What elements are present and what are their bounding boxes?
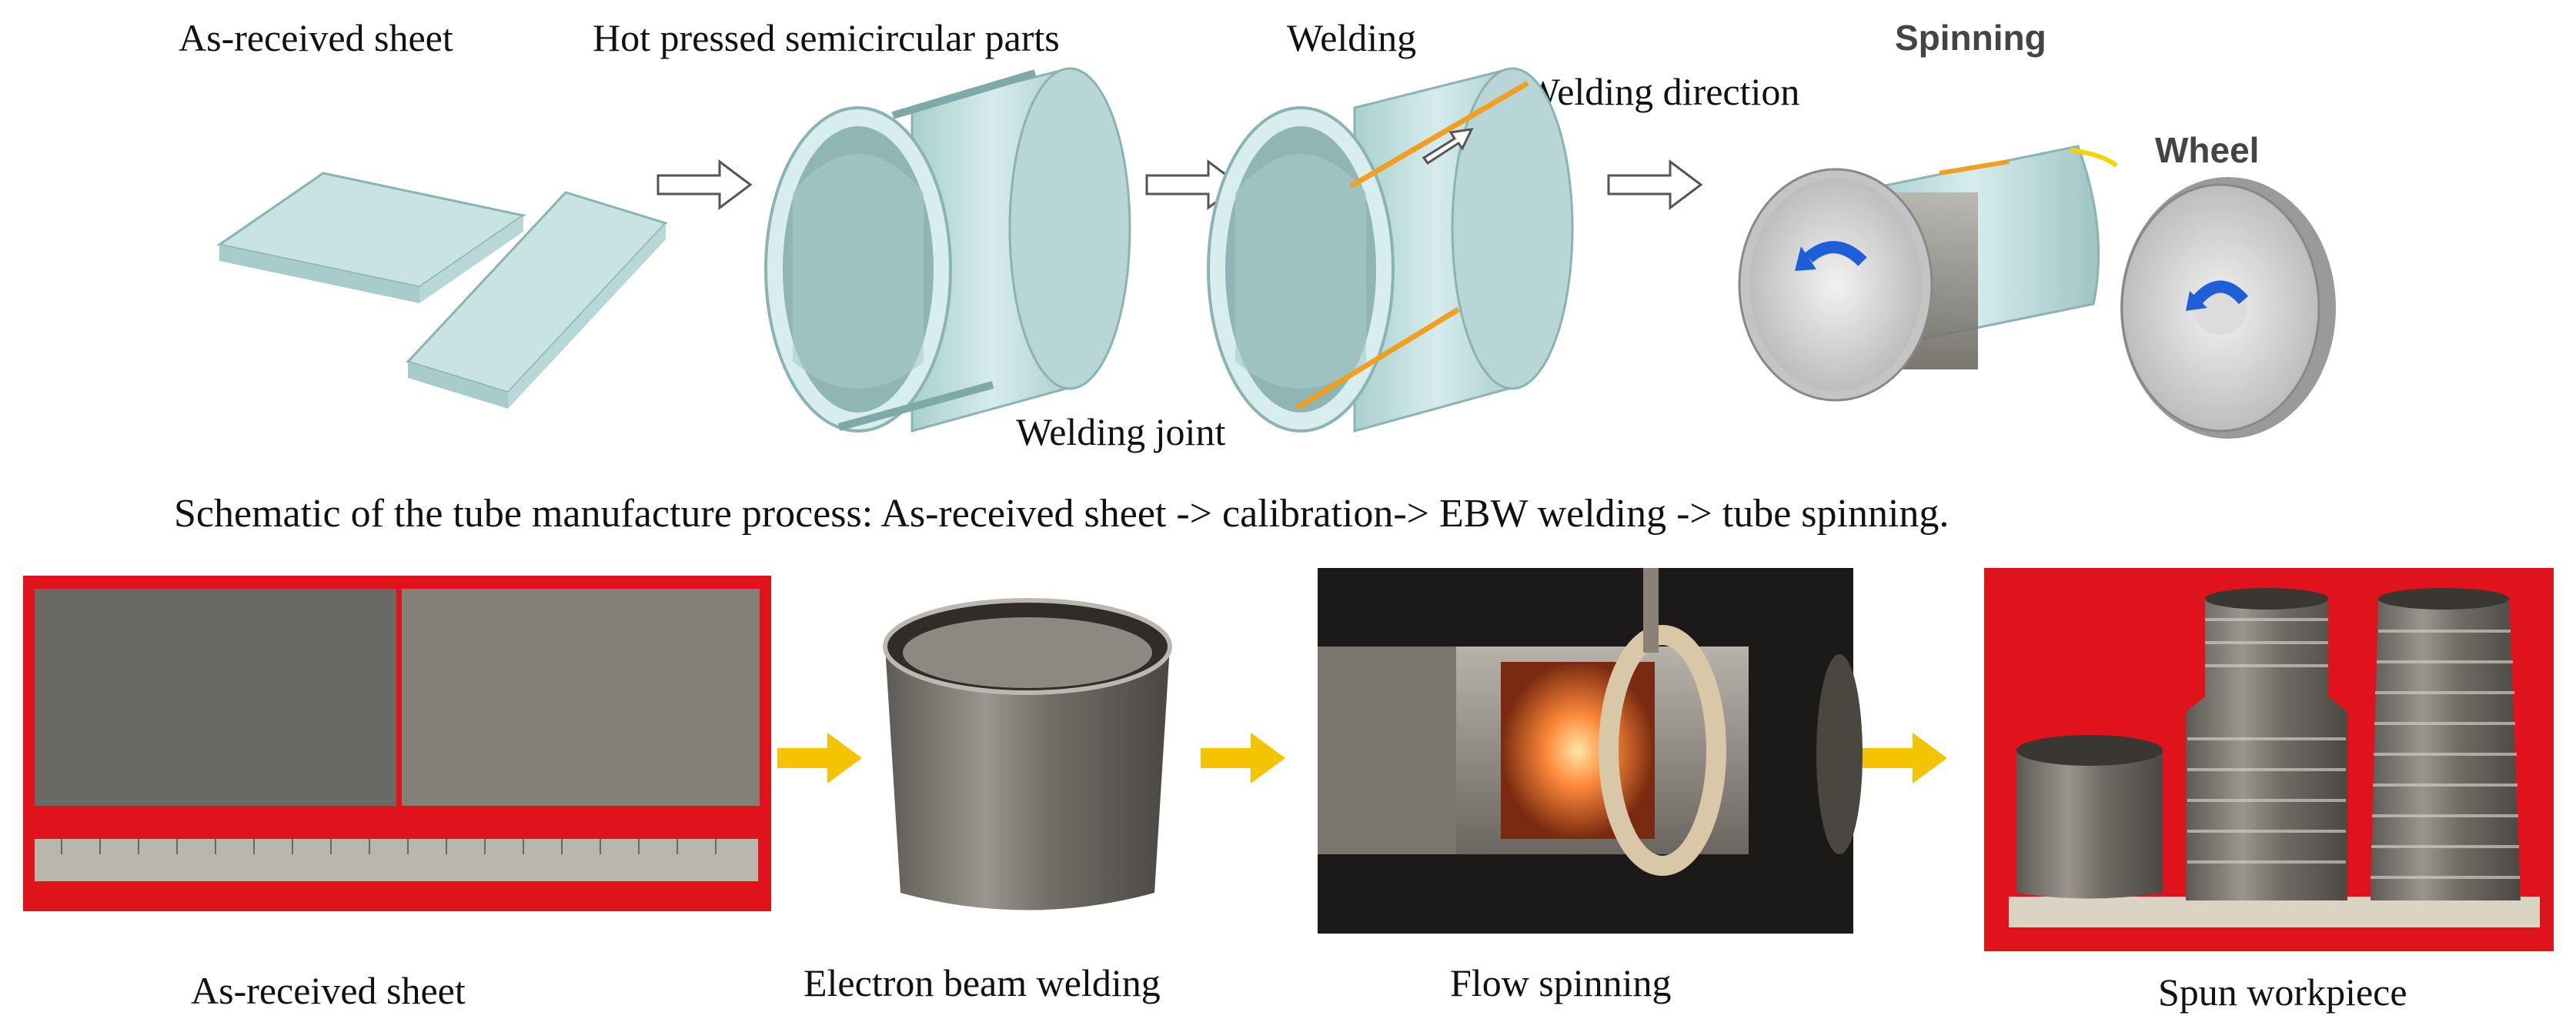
photo-label-spun-workpiece: Spun workpiece: [2158, 971, 2407, 1014]
sheet-plate-left: [216, 172, 526, 303]
semicircular-parts: [764, 67, 1131, 433]
flow-arrow-1: [657, 159, 753, 210]
photo-flow-spinning: [1318, 568, 1863, 934]
flow-arrow-3: [1607, 159, 1703, 210]
annotation-welding-direction: Welding direction: [1524, 70, 1800, 113]
yellow-arrow-1: [777, 733, 862, 783]
photo-as-received-sheet: [23, 576, 771, 911]
photo-spun-workpiece: [1984, 568, 2554, 951]
stage-label-welding: Welding: [1287, 16, 1417, 59]
photo-label-electron-beam-welding: Electron beam welding: [804, 961, 1161, 1004]
stage-label-sheet: As-received sheet: [179, 16, 453, 59]
stage-label-hot-pressed: Hot pressed semicircular parts: [593, 16, 1060, 59]
annotation-wheel: Wheel: [2155, 130, 2260, 170]
yellow-arrow-2: [1201, 733, 1285, 783]
welded-cylinder: [1207, 67, 1574, 433]
photo-electron-beam-welding: [883, 598, 1172, 910]
spinning-setup: [1738, 145, 2336, 439]
stage-label-spinning: Spinning: [1895, 18, 2046, 58]
annotation-welding-joint: Welding joint: [1016, 410, 1226, 453]
photo-label-as-received-sheet: As-received sheet: [191, 969, 466, 1012]
schematic-caption: Schematic of the tube manufacture proces…: [174, 492, 1950, 536]
sheet-plate-right: [406, 191, 668, 409]
yellow-arrow-3: [1863, 733, 1947, 783]
photo-label-flow-spinning: Flow spinning: [1450, 961, 1672, 1004]
